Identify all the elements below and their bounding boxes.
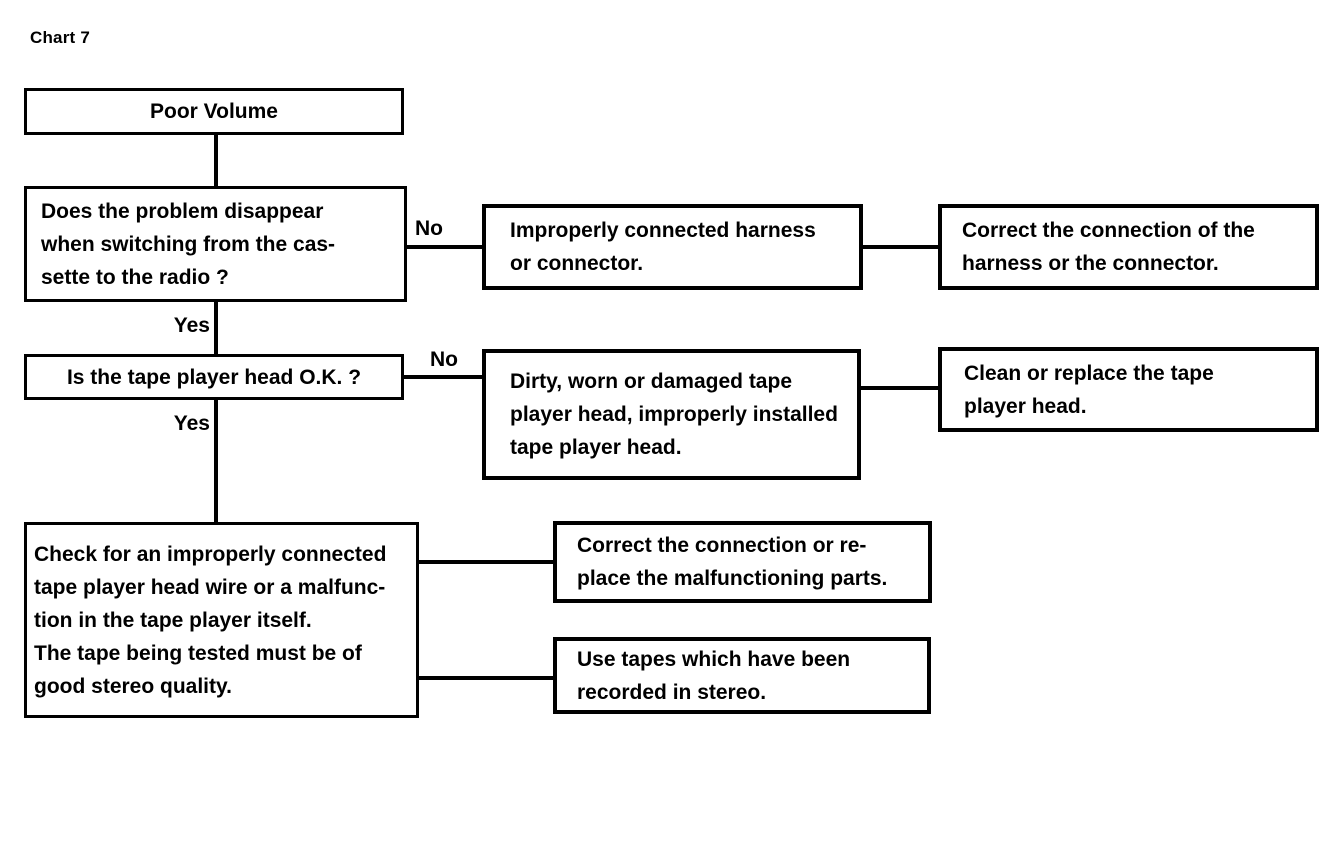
connector-cause2-action2 xyxy=(859,386,939,390)
connector-q1-cause1 xyxy=(406,245,483,249)
node-poor-volume-text: Poor Volume xyxy=(150,100,278,123)
node-cause-dirty-head-text: Dirty, worn or damaged tape player head,… xyxy=(510,370,838,459)
node-cause-dirty-head: Dirty, worn or damaged tape player head,… xyxy=(482,349,861,480)
node-action-clean-head: Clean or replace the tape player head. xyxy=(938,347,1319,432)
connector-q2-check xyxy=(214,399,218,523)
node-action-correct-harness: Correct the connection of the harness or… xyxy=(938,204,1319,290)
connector-check-action4 xyxy=(417,676,554,680)
node-action-correct-connection: Correct the connection or re- place the … xyxy=(553,521,932,603)
node-poor-volume: Poor Volume xyxy=(24,88,404,135)
node-action-use-stereo-tapes-text: Use tapes which have been recorded in st… xyxy=(577,647,851,704)
edge-label-no-2: No xyxy=(430,348,458,371)
node-question-cassette-radio: Does the problem disappear when switchin… xyxy=(24,186,407,302)
node-question-cassette-radio-text: Does the problem disappear when switchin… xyxy=(41,199,336,289)
edge-label-yes-1: Yes xyxy=(173,314,210,337)
connector-check-action3 xyxy=(417,560,554,564)
node-check-wire-text: Check for an improperly connected tape p… xyxy=(34,542,387,698)
node-action-clean-head-text: Clean or replace the tape player head. xyxy=(964,361,1214,418)
connector-q1-q2 xyxy=(214,301,218,355)
node-question-head-ok-text: Is the tape player head O.K. ? xyxy=(66,365,362,389)
edge-label-yes-2: Yes xyxy=(173,412,210,435)
connector-q2-cause2 xyxy=(402,375,483,379)
connector-cause1-action1 xyxy=(861,245,939,249)
node-action-correct-connection-text: Correct the connection or re- place the … xyxy=(577,534,888,590)
node-cause-harness: Improperly connected harness or connecto… xyxy=(482,204,863,290)
node-question-head-ok: Is the tape player head O.K. ? xyxy=(24,354,404,400)
node-cause-harness-text: Improperly connected harness or connecto… xyxy=(510,219,816,275)
connector-poorvolume-q1 xyxy=(214,135,218,187)
node-action-correct-harness-text: Correct the connection of the harness or… xyxy=(962,219,1255,275)
chart-title: Chart 7 xyxy=(30,28,90,47)
node-action-use-stereo-tapes: Use tapes which have been recorded in st… xyxy=(553,637,931,714)
node-check-wire: Check for an improperly connected tape p… xyxy=(24,522,419,718)
edge-label-no-1: No xyxy=(415,217,443,240)
